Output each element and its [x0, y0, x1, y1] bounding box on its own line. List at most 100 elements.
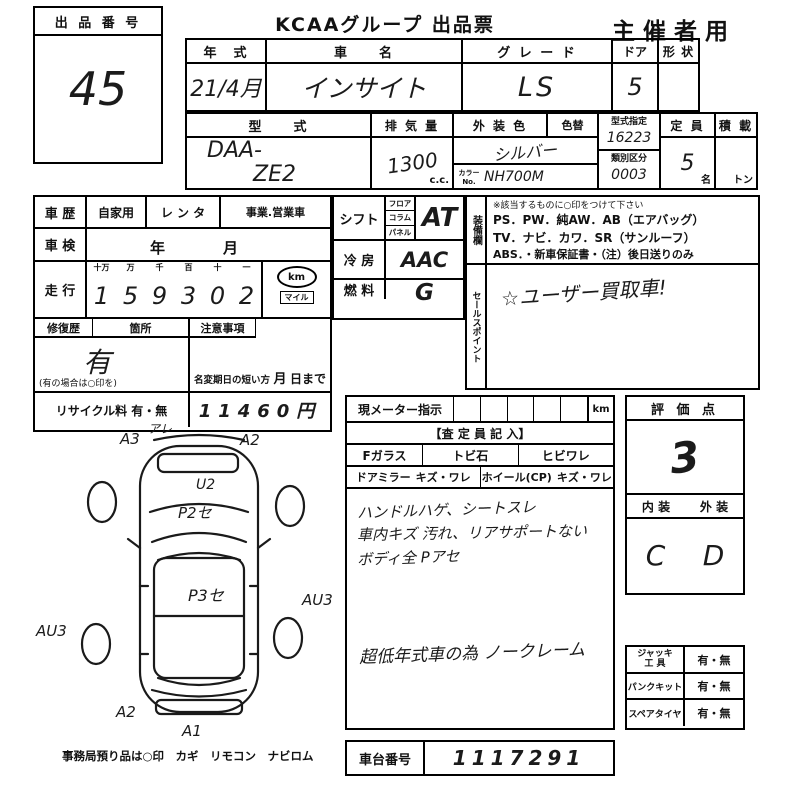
shift-label: シフト	[334, 197, 386, 239]
displacement-value: 1300	[385, 147, 439, 179]
mileage-digit: 1	[93, 282, 110, 310]
exhibit-number-label: 出 品 番 号	[35, 8, 161, 36]
color-no-label: カラーNo.	[458, 168, 480, 186]
jack-tools-label-line1: ジャッキ	[637, 648, 673, 659]
shape-value	[659, 64, 698, 110]
door-value: 5	[627, 73, 643, 101]
recycle-fee-label: リサイクル料 有・無	[35, 393, 190, 427]
recycle-fee-value: 11460円	[198, 401, 322, 422]
digit-header: 万	[126, 263, 135, 272]
meter-digit-cell	[506, 397, 534, 421]
inspector-note-line2: 車内キズ 汚れ、リアサポートない	[356, 521, 588, 545]
shift-option-column: コラム	[386, 211, 414, 226]
spare-tire-option: 有・無	[697, 707, 731, 720]
meter-digit-cell	[560, 397, 587, 421]
wheel-label: ホイール(CP)	[481, 471, 552, 484]
front-glass-stone-chip: トビ石	[423, 445, 519, 465]
wheel-option: キズ・ワレ	[556, 471, 612, 484]
score-box: 評 価 点 3	[625, 395, 745, 495]
front-glass-crack: ヒビワレ	[541, 448, 590, 463]
load-unit: トン	[733, 175, 753, 186]
mileage-label: 走 行	[35, 262, 87, 317]
interior-grade-value: C	[645, 538, 666, 572]
model-value-line1: DAA-	[207, 138, 262, 163]
vehicle-header-row2: 型 式 DAA- ZE2 排 気 量 1300 c.c. 外 装 色 色替 シル…	[185, 112, 758, 190]
inspection-year-label: 年	[150, 239, 166, 257]
inspection-label: 車 検	[35, 229, 87, 260]
inspector-note-line3: ボディ全 Pアセ	[356, 547, 460, 569]
year-label: 年 式	[187, 40, 265, 64]
inspector-entry-label: 【査 定 員 記 入】	[347, 423, 613, 445]
history-block: 車 歴 自家用 レ ン タ 事業.営業車 車 検 年 月 走 行 十万 万 千 …	[33, 195, 332, 432]
capacity-value: 5	[680, 150, 695, 176]
damage-annotation: A1	[182, 722, 202, 740]
spec-block: シフト フロア コラム パネル AT 冷 房 AAC 燃 料 G	[332, 195, 465, 320]
grade-value: LS	[517, 71, 557, 103]
jack-tools-label-line2: 工 具	[644, 658, 666, 669]
damage-annotation: U2	[196, 477, 216, 493]
tools-box: ジャッキ 工 具 有・無 パンクキット 有・無 スペアタイヤ 有・無	[625, 645, 745, 730]
shape-label: 形 状	[659, 40, 698, 64]
score-label: 評 価 点	[627, 397, 743, 421]
repair-history-label: 修復歴	[35, 319, 93, 338]
repair-location-label: 箇所	[93, 319, 188, 338]
capacity-unit: 名	[701, 175, 711, 186]
fuel-value: G	[415, 280, 434, 306]
equipment-line3: ABS．・新車保証書・（注）後日送りのみ	[493, 247, 694, 261]
sales-point-block: セールスポイント ☆ユーザー買取車!	[465, 265, 760, 390]
mileage-digit: 5	[122, 282, 139, 310]
door-mirror-option: キズ・ワレ	[415, 471, 471, 484]
exhibit-number-box: 出 品 番 号 45	[33, 6, 163, 164]
color-change-label: 色替	[561, 119, 584, 132]
damage-annotation: A2	[116, 703, 136, 721]
type-designation-label: 型式指定	[610, 117, 647, 127]
shift-option-panel: パネル	[388, 227, 412, 237]
capacity-label: 定 員	[661, 114, 714, 138]
chassis-number-value: 1117291	[452, 746, 586, 770]
inspector-note-bottom: 超低年式車の為 ノークレーム	[358, 640, 586, 668]
equipment-line2: TV．ナビ．カワ．SR（サンルーフ）	[493, 230, 696, 245]
history-rental: レ ン タ	[147, 197, 221, 227]
damage-annotation: P2セ	[178, 504, 212, 522]
sales-point-value: ☆ユーザー買取車!	[500, 275, 668, 311]
inspection-box: 現メーター指示 km 【査 定 員 記 入】 Fガラス トビ石 ヒビワレ ドアミ…	[345, 395, 615, 730]
history-label: 車 歴	[35, 197, 87, 227]
model-value-line2: ZE2	[253, 162, 296, 187]
door-mirror-label: ドアミラー	[355, 471, 411, 484]
inspection-month-label: 月	[223, 239, 239, 257]
jack-tools-option: 有・無	[697, 653, 731, 667]
exterior-color-label: 外 装 色	[454, 114, 548, 136]
equipment-vertical-label: 装備欄	[467, 197, 487, 263]
damage-annotation: AU3	[36, 622, 67, 640]
front-glass-label: Fガラス	[347, 445, 423, 465]
puncture-kit-option: 有・無	[697, 680, 731, 693]
meter-digit-cell	[453, 397, 480, 421]
exterior-label: 外 装	[699, 499, 729, 514]
mileage-digit: 2	[238, 282, 255, 310]
digit-header: 十万	[93, 263, 110, 272]
model-label: 型 式	[187, 114, 370, 138]
name-change-month: 月	[273, 372, 287, 387]
mileage-digit: 0	[209, 282, 226, 310]
mileage-digit: 9	[151, 282, 168, 310]
office-kept-items-note: 事務局預り品は○印 カギ リモコン ナビロム	[62, 749, 314, 763]
displacement-unit: c.c.	[429, 175, 449, 186]
history-private: 自家用	[87, 197, 147, 227]
load-label: 積 載	[716, 114, 756, 138]
meter-digit-cell	[533, 397, 560, 421]
car-name-value: インサイト	[301, 74, 427, 103]
meter-label: 現メーター指示	[357, 402, 442, 417]
color-no-value: NH700M	[484, 168, 544, 185]
grade-label: グ レ ー ド	[463, 40, 611, 64]
equipment-line1: PS．PW．純AW．AB（エアバッグ）	[493, 213, 705, 228]
damage-annotation: A3	[120, 430, 140, 448]
displacement-label: 排 気 量	[372, 114, 452, 138]
inspector-note-line1: ハンドルハゲ、シートスレ	[356, 497, 537, 523]
audience-label: 主催者用	[612, 19, 736, 45]
repair-history-note: (有の場合は○印を)	[39, 379, 117, 389]
interior-exterior-box: 内 装 外 装 C D	[625, 495, 745, 595]
class-category-value: 0003	[611, 167, 647, 183]
mile-unit-box: マイル	[279, 291, 314, 304]
ac-label: 冷 房	[334, 241, 386, 278]
